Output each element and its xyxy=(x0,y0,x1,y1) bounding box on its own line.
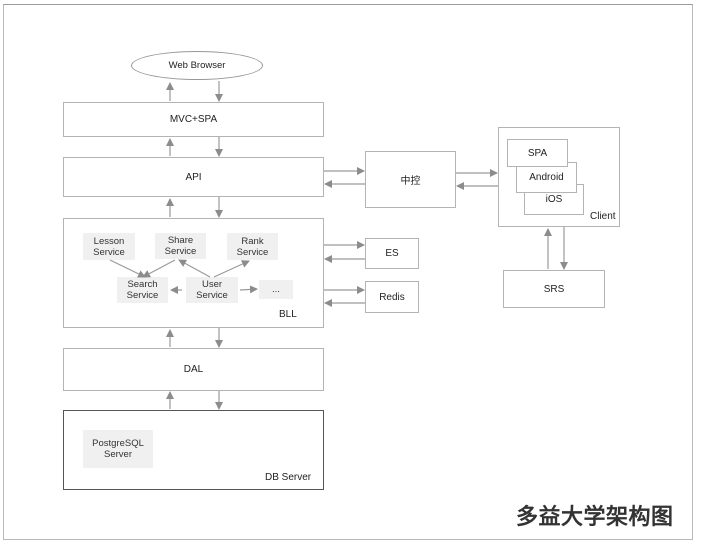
node-web-browser: Web Browser xyxy=(131,51,263,80)
es-label: ES xyxy=(385,248,399,259)
node-es: ES xyxy=(365,238,419,269)
client-app-spa: SPA xyxy=(507,139,568,167)
redis-label: Redis xyxy=(379,291,405,303)
client-app-android: Android xyxy=(516,162,577,193)
service-more: ... xyxy=(259,280,293,299)
diagram-frame xyxy=(3,4,693,540)
node-mvc-spa: MVC+SPA xyxy=(63,102,324,137)
web-browser-label: Web Browser xyxy=(168,60,226,71)
ios-label: iOS xyxy=(545,194,563,205)
service-user: User Service xyxy=(186,277,238,303)
srs-label: SRS xyxy=(543,283,565,295)
node-api: API xyxy=(63,157,324,197)
bll-label: BLL xyxy=(279,309,297,320)
client-label: Client xyxy=(590,211,616,222)
node-dal: DAL xyxy=(63,348,324,391)
node-srs: SRS xyxy=(503,270,605,308)
central-control-label: 中控 xyxy=(400,176,421,187)
node-redis: Redis xyxy=(365,281,419,313)
db-server-label: DB Server xyxy=(265,472,312,483)
service-share: Share Service xyxy=(155,233,206,259)
node-central-control: 中控 xyxy=(365,151,456,208)
diagram-title: 多益大学架构图 xyxy=(516,505,674,530)
service-rank: Rank Service xyxy=(227,233,278,260)
android-label: Android xyxy=(529,172,564,183)
spa-label: SPA xyxy=(527,147,548,159)
mvc-spa-label: MVC+SPA xyxy=(169,114,218,125)
service-postgresql: PostgreSQL Server xyxy=(83,430,153,468)
service-search: Search Service xyxy=(117,277,168,303)
service-lesson: Lesson Service xyxy=(83,233,135,260)
dal-label: DAL xyxy=(183,364,204,375)
api-label: API xyxy=(185,171,202,183)
